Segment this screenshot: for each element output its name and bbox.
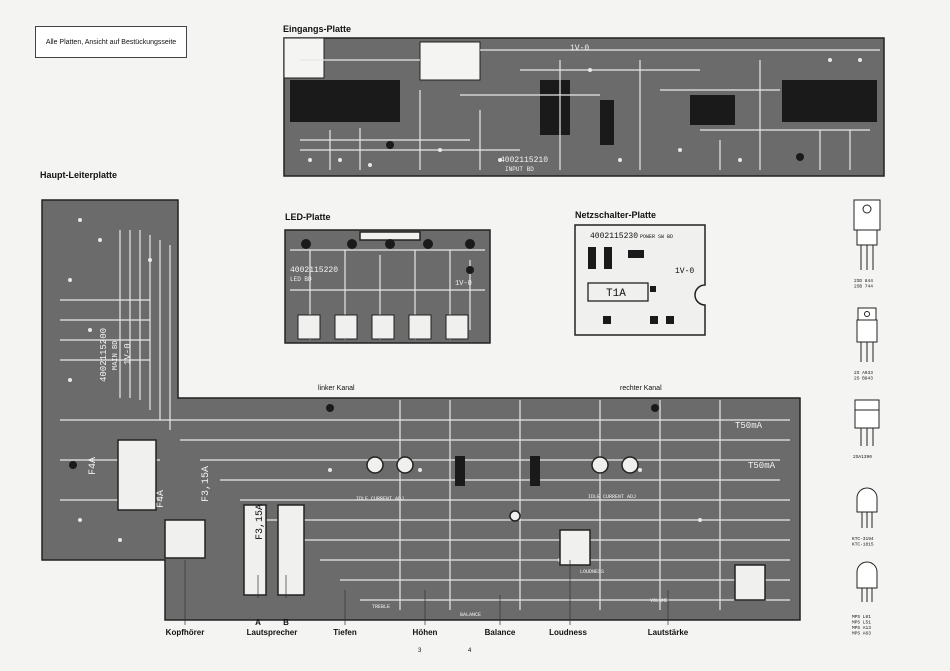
haupt-marking: 1V-0 <box>123 343 133 365</box>
page-number-right: 4 <box>468 648 472 654</box>
fuse-f3-1: F3,15A <box>201 466 212 502</box>
eingang-marking: 1V-0 <box>570 44 589 53</box>
haupt-pcb-number: 4002115200 <box>99 328 109 382</box>
fuse-t50-2: T50mA <box>748 461 776 471</box>
page-number-left: 3 <box>418 648 422 654</box>
caption-balance: Balance <box>484 628 516 637</box>
loudness-pcb-label: LOUDNESS <box>580 569 604 575</box>
note-text: Alle Platten, Ansicht auf Bestückungssei… <box>45 38 177 46</box>
fuse-f4a-2: F4A <box>156 490 167 508</box>
volume-pcb-label: VOLUME <box>650 598 668 604</box>
eingang-title: Eingangs-Platte <box>283 24 352 34</box>
netz-marking: 1V-0 <box>675 267 694 276</box>
fuse-f3-2: F3,15A <box>255 504 266 540</box>
idle-adj-right: IDLE CURRENT ADJ <box>588 494 636 500</box>
eingang-pcb-number: 4002115210 <box>500 156 548 165</box>
caption-lautsprecher: Lautsprecher <box>246 628 298 637</box>
caption-lautsprecher-b: B <box>283 618 289 627</box>
caption-tiefen: Tiefen <box>333 628 357 637</box>
netz-pcb-name: POWER SW BD <box>640 234 673 240</box>
caption-lautsprecher-a: A <box>255 618 261 627</box>
netz-title: Netzschalter-Platte <box>575 210 657 220</box>
netz-pcb-number: 4002115230 <box>590 232 638 241</box>
caption-kopfhoerer: Kopfhörer <box>165 628 205 637</box>
haupt-board: 4002115200 MAIN BD 1V-0 F4A F4A F3,15A F… <box>41 199 801 621</box>
right-channel-label: rechter Kanal <box>620 385 662 392</box>
led-board: 4002115220 LED BD 1V-0 <box>284 229 491 344</box>
netz-board: 4002115230 POWER SW BD 1V-0 T1A <box>574 224 706 336</box>
haupt-title: Haupt-Leiterplatte <box>40 170 118 180</box>
eingang-board: 4002115210 INPUT BD 1V-0 <box>283 37 885 177</box>
caption-hoehen: Höhen <box>412 628 438 637</box>
transistor-label-3: 2SA1390 <box>853 454 872 460</box>
led-pcb-number: 4002115220 <box>290 266 338 275</box>
fuse-t50-1: T50mA <box>735 421 763 431</box>
transistor-flat: 2SA1390 <box>853 399 880 460</box>
led-pcb-name: LED BD <box>290 276 312 283</box>
left-channel-label: linker Kanal <box>318 385 355 392</box>
caption-lautstaerke: Lautstärke <box>647 628 689 637</box>
haupt-pcb-name: MAIN BD <box>112 341 120 370</box>
led-marking: 1V-0 <box>455 280 472 288</box>
idle-adj-left: IDLE CURRENT ADJ <box>356 496 404 502</box>
balance-pcb-label: BALANCE <box>460 612 481 618</box>
treble-pcb-label: TREBLE <box>372 604 390 610</box>
caption-leaders <box>184 560 669 625</box>
caption-loudness: Loudness <box>549 628 587 637</box>
eingang-pcb-name: INPUT BD <box>505 166 534 173</box>
fuse-f4a-1: F4A <box>88 457 99 475</box>
note-box: Alle Platten, Ansicht auf Bestückungssei… <box>35 26 187 58</box>
led-title: LED-Platte <box>285 212 331 222</box>
netz-fuse: T1A <box>606 288 626 300</box>
